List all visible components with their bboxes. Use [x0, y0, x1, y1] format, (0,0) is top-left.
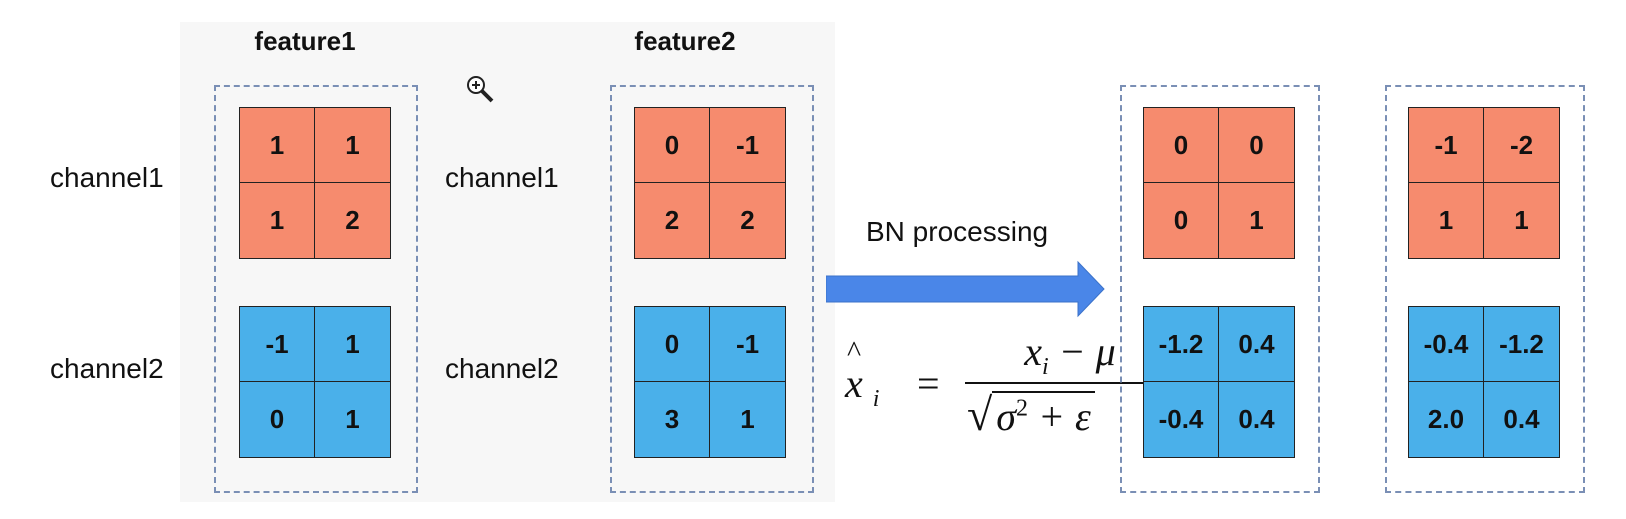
- feature1-title: feature1: [254, 26, 356, 56]
- grid-cell: 2: [635, 183, 710, 258]
- grid-cell: 1: [315, 307, 390, 382]
- bn-processing-label: BN processing: [866, 216, 1049, 247]
- grid-cell: 3: [635, 382, 710, 457]
- grid-cell: 0: [240, 382, 315, 457]
- grid-cell: 0: [1144, 183, 1219, 258]
- formula-power: 2: [1015, 395, 1028, 422]
- grid-cell: 2: [345, 205, 360, 235]
- formula-num-sub: i: [1042, 354, 1049, 380]
- grid-cell: 0: [635, 307, 710, 382]
- arrow-right-icon: [826, 260, 1105, 318]
- grid-cell: -1.2: [1484, 307, 1559, 382]
- grid-cell: 1: [1514, 205, 1529, 235]
- grid-cell: -0.4: [1144, 382, 1219, 457]
- output1-box: [1120, 85, 1320, 493]
- feature1-channel2-label: channel2: [50, 353, 164, 384]
- feature1-box: [214, 85, 418, 493]
- grid-cell: 2.0: [1409, 382, 1484, 457]
- grid-cell: -1: [1409, 108, 1484, 183]
- output1-channel2-grid: -1.2 0.4 -0.4 0.4: [1143, 306, 1295, 458]
- formula-num-var: x: [1024, 329, 1042, 374]
- feature2-channel1-grid: 0 -1 2 2: [634, 107, 786, 259]
- feature1-channel1-grid: 1 1 1 2: [239, 107, 391, 259]
- grid-cell: 0: [1219, 108, 1294, 183]
- feature2-title: feature2: [634, 26, 736, 56]
- grid-cell: 1: [1249, 205, 1264, 235]
- grid-cell: 1: [345, 404, 360, 434]
- grid-cell: -1: [240, 307, 315, 382]
- grid-cell: 0.4: [1503, 404, 1540, 434]
- grid-cell: -1: [710, 307, 785, 382]
- grid-cell: 1: [240, 108, 315, 183]
- grid-cell: -0.4: [1409, 307, 1484, 382]
- grid-cell: 1: [1409, 183, 1484, 258]
- feature2-channel1-label: channel1: [445, 162, 559, 193]
- output2-channel2-grid: -0.4 -1.2 2.0 0.4: [1408, 306, 1560, 458]
- formula-lhs-var: x: [845, 361, 863, 406]
- grid-cell: 1: [740, 404, 755, 434]
- grid-cell: -2: [1484, 108, 1559, 183]
- formula-den-rest: + ε: [1037, 394, 1091, 439]
- formula-num-rest: − μ: [1058, 329, 1116, 374]
- zoom-in-icon[interactable]: [465, 74, 495, 109]
- formula-sigma: σ: [996, 394, 1016, 439]
- feature2-channel2-grid: 0 -1 3 1: [634, 306, 786, 458]
- output1-channel1-grid: 0 0 0 1: [1143, 107, 1295, 259]
- grid-cell: 1: [240, 183, 315, 258]
- grid-cell: 2: [740, 205, 755, 235]
- grid-cell: 0: [1144, 108, 1219, 183]
- formula-lhs-sub: i: [872, 386, 880, 412]
- grid-cell: 0.4: [1238, 404, 1275, 434]
- grid-cell: -1.2: [1144, 307, 1219, 382]
- feature1-channel2-grid: -1 1 0 1: [239, 306, 391, 458]
- grid-cell: -1: [710, 108, 785, 183]
- feature2-channel2-label: channel2: [445, 353, 559, 384]
- feature2-box: [610, 85, 814, 493]
- output2-channel1-grid: -1 -2 1 1: [1408, 107, 1560, 259]
- output2-box: [1385, 85, 1585, 493]
- grid-cell: 1: [315, 108, 390, 183]
- grid-cell: 0: [635, 108, 710, 183]
- fraction-bar: [965, 382, 1175, 384]
- grid-cell: 0.4: [1219, 307, 1294, 382]
- feature1-channel1-label: channel1: [50, 162, 164, 193]
